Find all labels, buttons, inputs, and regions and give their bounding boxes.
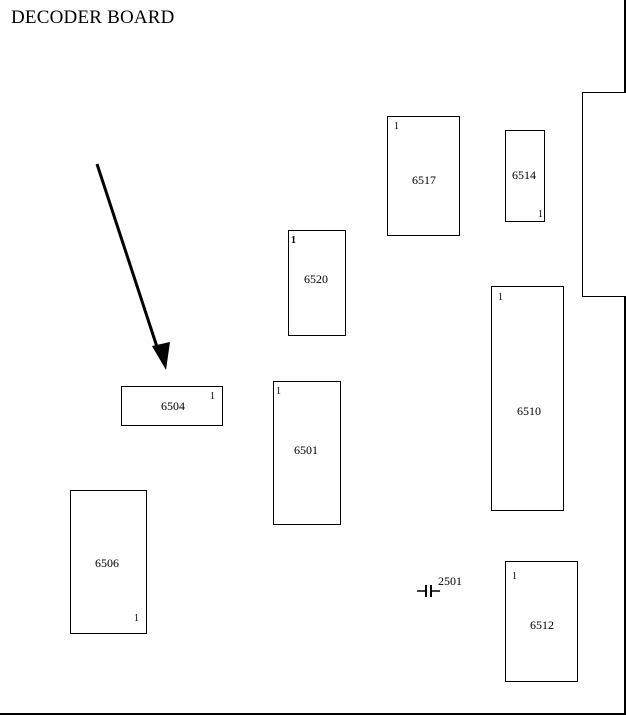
capacitor-symbol: [417, 585, 440, 597]
pin-1-marker: 1: [291, 235, 296, 246]
pin-1-marker: 1: [134, 613, 139, 624]
ic-label: 6514: [512, 168, 536, 182]
capacitor-label: 2501: [438, 574, 462, 588]
ic-6506: 6506 1: [70, 490, 147, 634]
ic-6517: 1 6517: [387, 116, 460, 236]
edge-connector: [582, 92, 626, 297]
page-title: DECODER BOARD: [11, 7, 175, 28]
ic-6501: 1 6501: [273, 381, 341, 525]
pin-1-marker: 1: [210, 391, 215, 402]
ic-label: 6520: [304, 272, 328, 286]
pin-1-marker: 1: [276, 386, 281, 397]
pin-1-marker: 1: [512, 571, 517, 582]
ic-label: 6506: [95, 556, 119, 570]
pin-1-marker: 1: [538, 209, 543, 220]
ic-6520: 1 6520: [288, 230, 346, 336]
ic-6514: 6514 1: [505, 130, 545, 222]
ic-6510: 1 6510: [491, 286, 564, 511]
pointer-arrow-icon: [95, 163, 170, 370]
pin-1-marker: 1: [498, 292, 503, 303]
ic-6504: 6504 1: [121, 386, 223, 426]
ic-label: 6504: [161, 399, 185, 413]
ic-label: 6517: [412, 173, 436, 187]
ic-label: 6501: [294, 443, 318, 457]
pin-1-marker: 1: [394, 121, 399, 132]
ic-label: 6510: [517, 404, 541, 418]
ic-label: 6512: [530, 618, 554, 632]
ic-6512: 1 6512: [505, 561, 578, 682]
